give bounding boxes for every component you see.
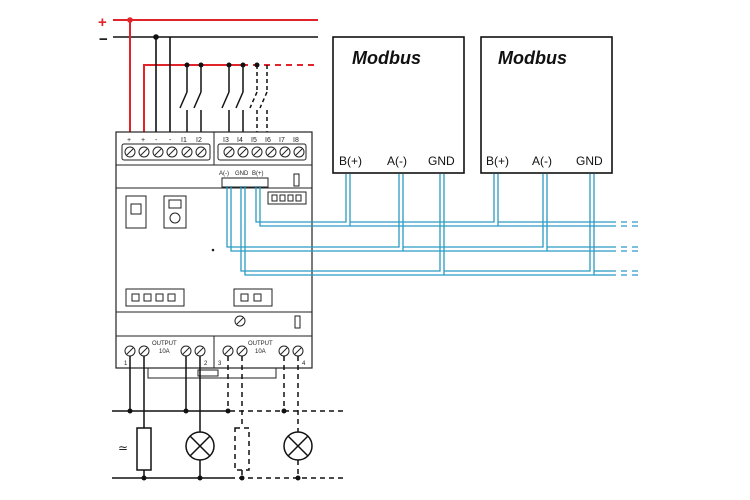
rs485-label-b: B(+) — [252, 171, 264, 177]
lamp-icon — [283, 431, 313, 461]
output-label: OUTPUT — [152, 341, 177, 347]
input-terminal-block — [121, 143, 307, 161]
output-number: 4 — [302, 361, 306, 367]
negative-supply-label: − — [99, 31, 108, 48]
load-resistor-icon — [234, 427, 250, 471]
rs485-label-gnd: GND — [235, 171, 249, 177]
modbus-terminal-gnd: GND — [576, 154, 603, 168]
modbus-device-1: Modbus B(+) A(-) GND — [332, 36, 465, 174]
input-switches — [179, 62, 268, 138]
modbus-device-2: Modbus B(+) A(-) GND — [480, 36, 613, 174]
pin-header-bottom-left — [125, 288, 185, 307]
terminal-label: I7 — [279, 137, 285, 144]
modbus-terminal-a: A(-) — [387, 154, 407, 168]
terminal-label: - — [169, 137, 172, 144]
modbus-device-title: Modbus — [352, 48, 421, 68]
modbus-terminal-b: B(+) — [486, 154, 509, 168]
pin-header-top — [267, 191, 307, 205]
terminal-label: + — [141, 137, 145, 144]
terminal-label: - — [155, 137, 158, 144]
ac-symbol: ≃ — [118, 441, 128, 455]
terminal-label: I3 — [223, 137, 229, 144]
modbus-device-title: Modbus — [498, 48, 567, 68]
positive-switch-bus — [143, 64, 242, 138]
rs485-connector — [221, 177, 269, 188]
screw-slots — [126, 148, 303, 156]
rs485-label-a: A(-) — [219, 171, 229, 177]
terminal-label: I4 — [237, 137, 243, 144]
output-number: 1 — [124, 361, 128, 367]
terminal-label: I5 — [251, 137, 257, 144]
terminal-label: I8 — [293, 137, 299, 144]
modbus-device-box — [480, 36, 613, 174]
rs485-bus — [226, 174, 640, 276]
input-terminal-labels: + + - - I1 I2 I3 I4 I5 I6 I7 I8 — [127, 137, 299, 144]
controller-module: + + - - I1 I2 I3 I4 I5 I6 I7 I8 — [115, 131, 313, 379]
modbus-device-box — [332, 36, 465, 174]
terminal-label: I1 — [181, 137, 187, 144]
load-resistor-icon — [136, 427, 152, 471]
output-label: OUTPUT — [248, 341, 273, 347]
output-number: 2 — [204, 361, 208, 367]
modbus-terminal-b: B(+) — [339, 154, 362, 168]
terminal-label: + — [127, 137, 131, 144]
positive-supply-label: + — [98, 14, 107, 31]
junction-dots — [127, 408, 301, 481]
terminal-label: I2 — [196, 137, 202, 144]
output-number: 3 — [218, 361, 222, 367]
supply-rails: + − — [98, 14, 318, 138]
output-rating: 10A — [255, 349, 266, 355]
status-led — [293, 173, 300, 187]
modbus-terminal-a: A(-) — [532, 154, 552, 168]
terminal-label: I6 — [265, 137, 271, 144]
din-rail-clip — [147, 368, 277, 379]
modbus-terminal-gnd: GND — [428, 154, 455, 168]
output-rating: 10A — [159, 349, 170, 355]
status-led-2 — [294, 315, 301, 329]
pin-header-bottom-right — [233, 288, 273, 307]
lamp-icon — [185, 431, 215, 461]
